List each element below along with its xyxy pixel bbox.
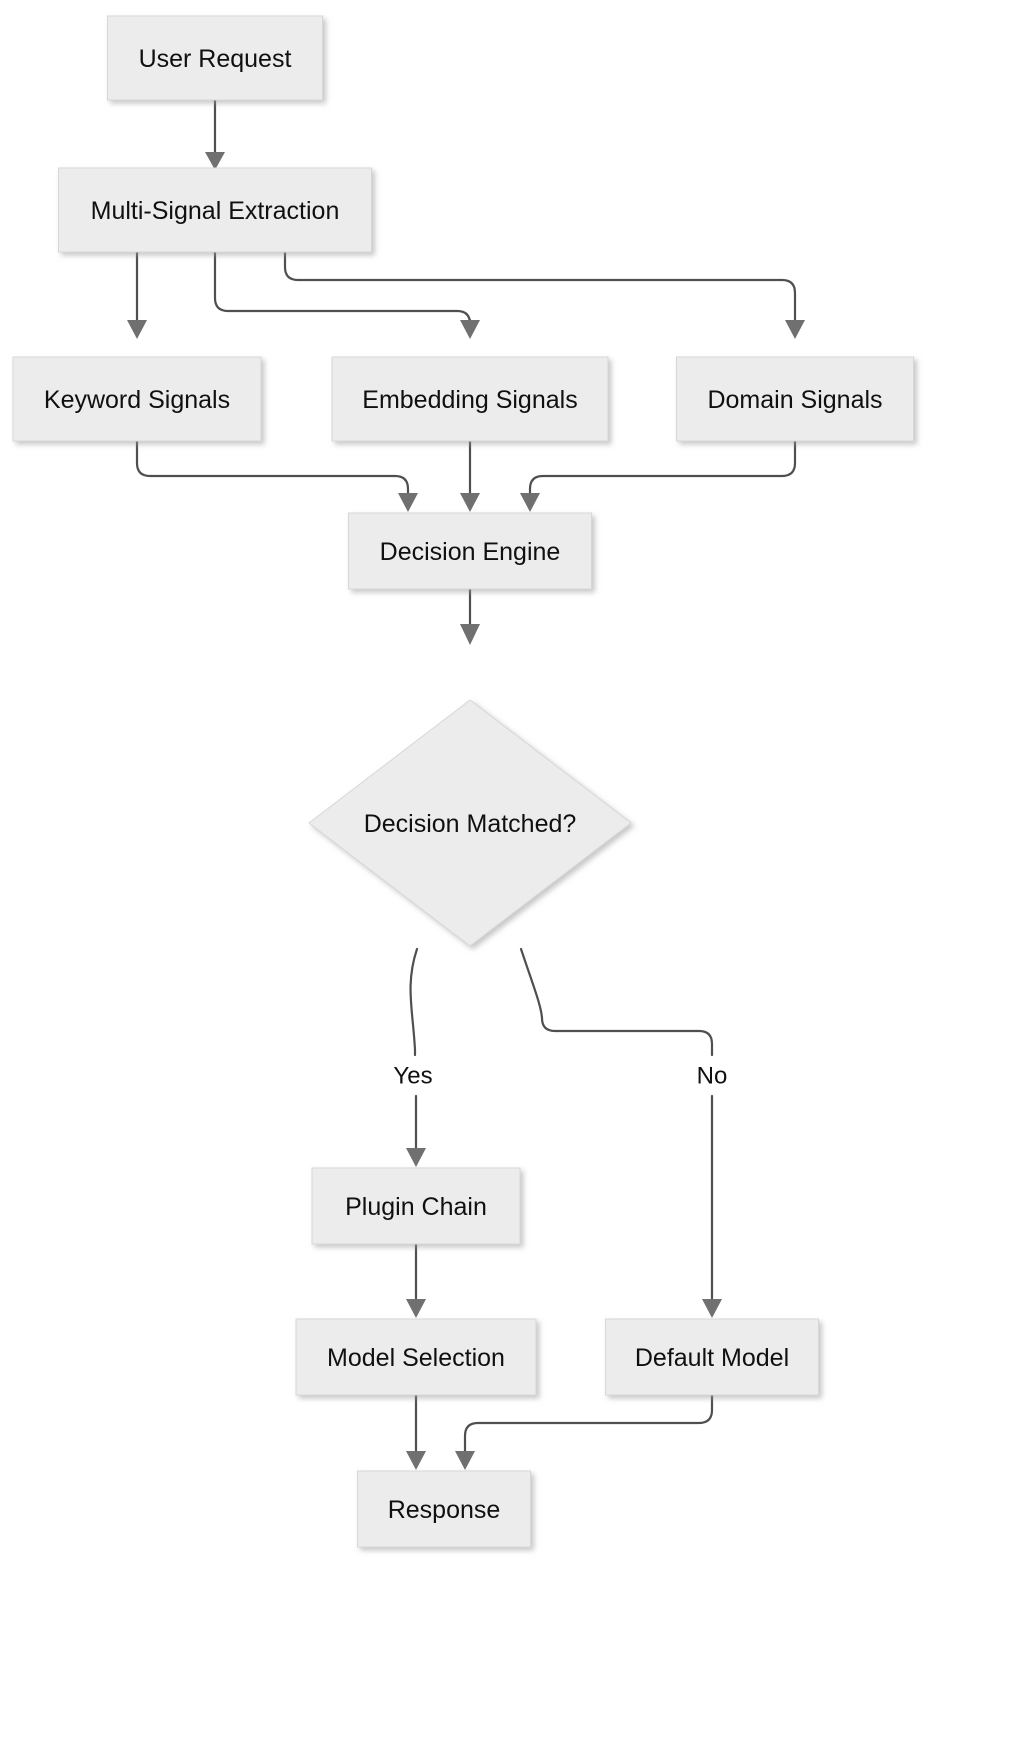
node-decision-matched[interactable]: Decision Matched? — [308, 699, 632, 947]
edge-decision-engine-to-decision-matched — [460, 587, 480, 645]
node-user-request[interactable]: User Request — [107, 15, 323, 101]
node-model-selection[interactable]: Model Selection — [295, 1318, 537, 1396]
edge-label-yes: Yes — [393, 1063, 432, 1090]
edge-label-layer: Yes No — [393, 1063, 727, 1090]
node-keyword-signals[interactable]: Keyword Signals — [12, 356, 262, 442]
node-response[interactable]: Response — [357, 1470, 531, 1548]
edge-layer — [127, 98, 805, 1470]
node-plugin-chain[interactable]: Plugin Chain — [311, 1167, 521, 1245]
edge-user-request-to-multi-signal — [205, 98, 225, 170]
node-embedding-signals[interactable]: Embedding Signals — [331, 356, 609, 442]
node-decision-engine[interactable]: Decision Engine — [348, 512, 592, 590]
edge-keyword-signals-to-decision-engine — [135, 439, 418, 512]
edge-label-no: No — [697, 1063, 728, 1090]
edge-plugin-chain-to-model-selection — [406, 1242, 426, 1318]
edge-default-model-to-response — [455, 1393, 714, 1470]
edge-decision-matched-to-default-model — [519, 947, 722, 1318]
edge-multi-signal-to-keyword-signals — [127, 250, 147, 339]
edge-multi-signal-to-embedding-signals — [213, 250, 480, 339]
node-multi-signal-extraction[interactable]: Multi-Signal Extraction — [58, 167, 372, 253]
edge-embedding-signals-to-decision-engine — [460, 439, 480, 512]
edge-model-selection-to-response — [406, 1393, 426, 1470]
node-default-model[interactable]: Default Model — [605, 1318, 819, 1396]
node-domain-signals[interactable]: Domain Signals — [676, 356, 914, 442]
edge-multi-signal-to-domain-signals — [283, 250, 805, 339]
node-layer: User Request Multi-Signal Extraction Key… — [12, 15, 914, 1548]
edge-domain-signals-to-decision-engine — [520, 439, 797, 512]
edge-decision-matched-to-plugin-chain — [406, 947, 426, 1167]
